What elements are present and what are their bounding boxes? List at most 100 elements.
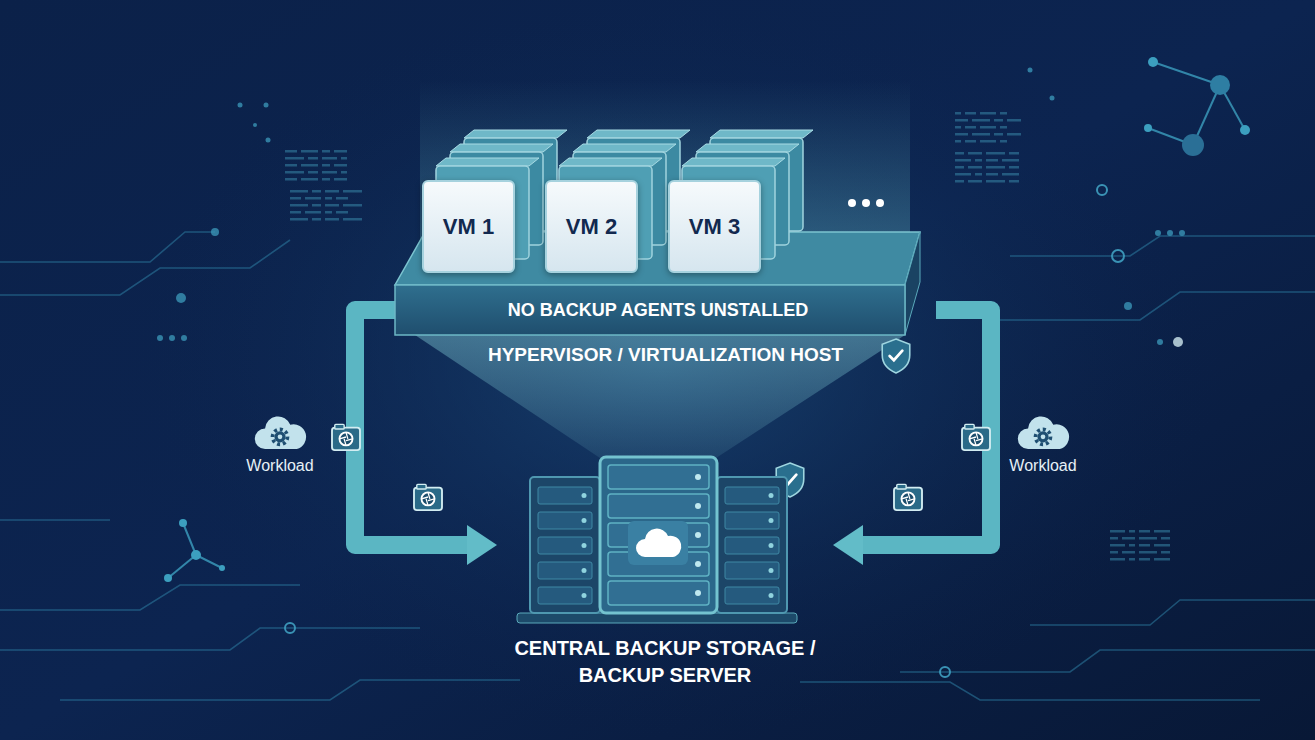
network-node (1144, 124, 1152, 132)
server-drawer (538, 537, 592, 554)
circuit-dot (1167, 230, 1173, 236)
host-platform (395, 130, 920, 335)
code-dash (336, 211, 348, 214)
code-dash (1110, 551, 1118, 554)
workload-cloud-icon (1018, 416, 1069, 449)
circuit-line (60, 680, 520, 700)
workload-cloud-icon (255, 416, 306, 449)
code-dash (968, 152, 982, 155)
network-link (168, 555, 196, 578)
code-dash (975, 173, 982, 176)
circuit-nodes (157, 68, 1185, 678)
more-dots (862, 199, 870, 207)
circuit-dot (1028, 68, 1033, 73)
code-dash (965, 112, 976, 115)
vm-box: VM 3 (668, 180, 761, 273)
server-drawer (538, 512, 592, 529)
vm-stack-top (573, 144, 676, 152)
circuit-dot (1112, 250, 1124, 262)
code-dash (285, 150, 297, 153)
server-heading: CENTRAL BACKUP STORAGE / BACKUP SERVER (497, 635, 833, 689)
code-dash (1129, 544, 1135, 547)
status-led (582, 543, 587, 548)
code-dash (322, 164, 330, 167)
code-dash (334, 164, 347, 167)
code-dash (1154, 558, 1170, 561)
code-dash (1110, 537, 1118, 540)
circuit-dot (1157, 339, 1163, 345)
circuit-line (0, 628, 420, 650)
circuit-dot (1097, 185, 1107, 195)
code-dash (285, 171, 304, 174)
code-dash (980, 126, 996, 129)
side-server-unit (530, 477, 600, 613)
vm-stack-top (587, 130, 690, 138)
code-dash (285, 178, 297, 181)
vm-stack-top (464, 130, 567, 138)
code-dash (325, 204, 339, 207)
code-dash (1122, 537, 1135, 540)
flow-arrow (853, 310, 991, 545)
side-server-unit (717, 477, 787, 613)
code-dash (341, 171, 347, 174)
code-dash (312, 204, 321, 207)
server-rack (517, 457, 797, 623)
code-dash (322, 150, 330, 153)
status-led (695, 474, 701, 480)
network-link (183, 523, 196, 555)
code-dash (994, 133, 1003, 136)
network-node (1210, 75, 1230, 95)
code-dash (972, 133, 990, 136)
snapshot-icon (332, 424, 360, 450)
server-drawer (725, 487, 779, 504)
status-led (582, 593, 587, 598)
vm-stack-top (696, 144, 799, 152)
host-platform-text: NO BACKUP AGENTS UNSTALLED (395, 285, 921, 335)
code-dash (975, 159, 982, 162)
server-drawer (725, 562, 779, 579)
code-dash (1129, 558, 1135, 561)
snapshot-icon (962, 424, 990, 450)
code-dash (1000, 112, 1007, 115)
status-led (582, 568, 587, 573)
hypervisor-host: NO BACKUP AGENTS UNSTALLEDHYPERVISOR / V… (395, 90, 936, 370)
code-dash (1002, 173, 1019, 176)
code-dash (1139, 544, 1150, 547)
code-dash (968, 166, 982, 169)
code-dash (322, 171, 337, 174)
circuit-dot (211, 228, 219, 236)
code-dash (285, 164, 297, 167)
vm-label: VM 2 (566, 214, 617, 240)
circuit-line (0, 232, 215, 262)
network-node (179, 519, 187, 527)
code-dash (343, 204, 362, 207)
code-dash (1007, 133, 1021, 136)
code-dash (301, 150, 318, 153)
workload-label: Workload (983, 457, 1103, 475)
circuit-dot (181, 335, 187, 341)
circuit-dot (264, 103, 269, 108)
vm-stack-top (559, 158, 662, 166)
status-led (582, 518, 587, 523)
code-dash (1139, 558, 1150, 561)
code-dash (325, 211, 332, 214)
circuit-line (1030, 600, 1315, 625)
code-dash (312, 218, 321, 221)
code-dash (1154, 544, 1170, 547)
server-drawer (608, 581, 709, 605)
code-texture (285, 112, 1170, 561)
status-led (695, 503, 701, 509)
code-dash (322, 178, 330, 181)
server-drawer (725, 512, 779, 529)
code-dash (343, 190, 362, 193)
code-dash (322, 157, 337, 160)
snapshot-icon (894, 484, 922, 510)
code-dash (1110, 558, 1125, 561)
code-dash (986, 152, 1005, 155)
code-dash (980, 112, 996, 115)
server-drawer (538, 562, 592, 579)
code-dash (1002, 159, 1019, 162)
code-dash (968, 180, 982, 183)
